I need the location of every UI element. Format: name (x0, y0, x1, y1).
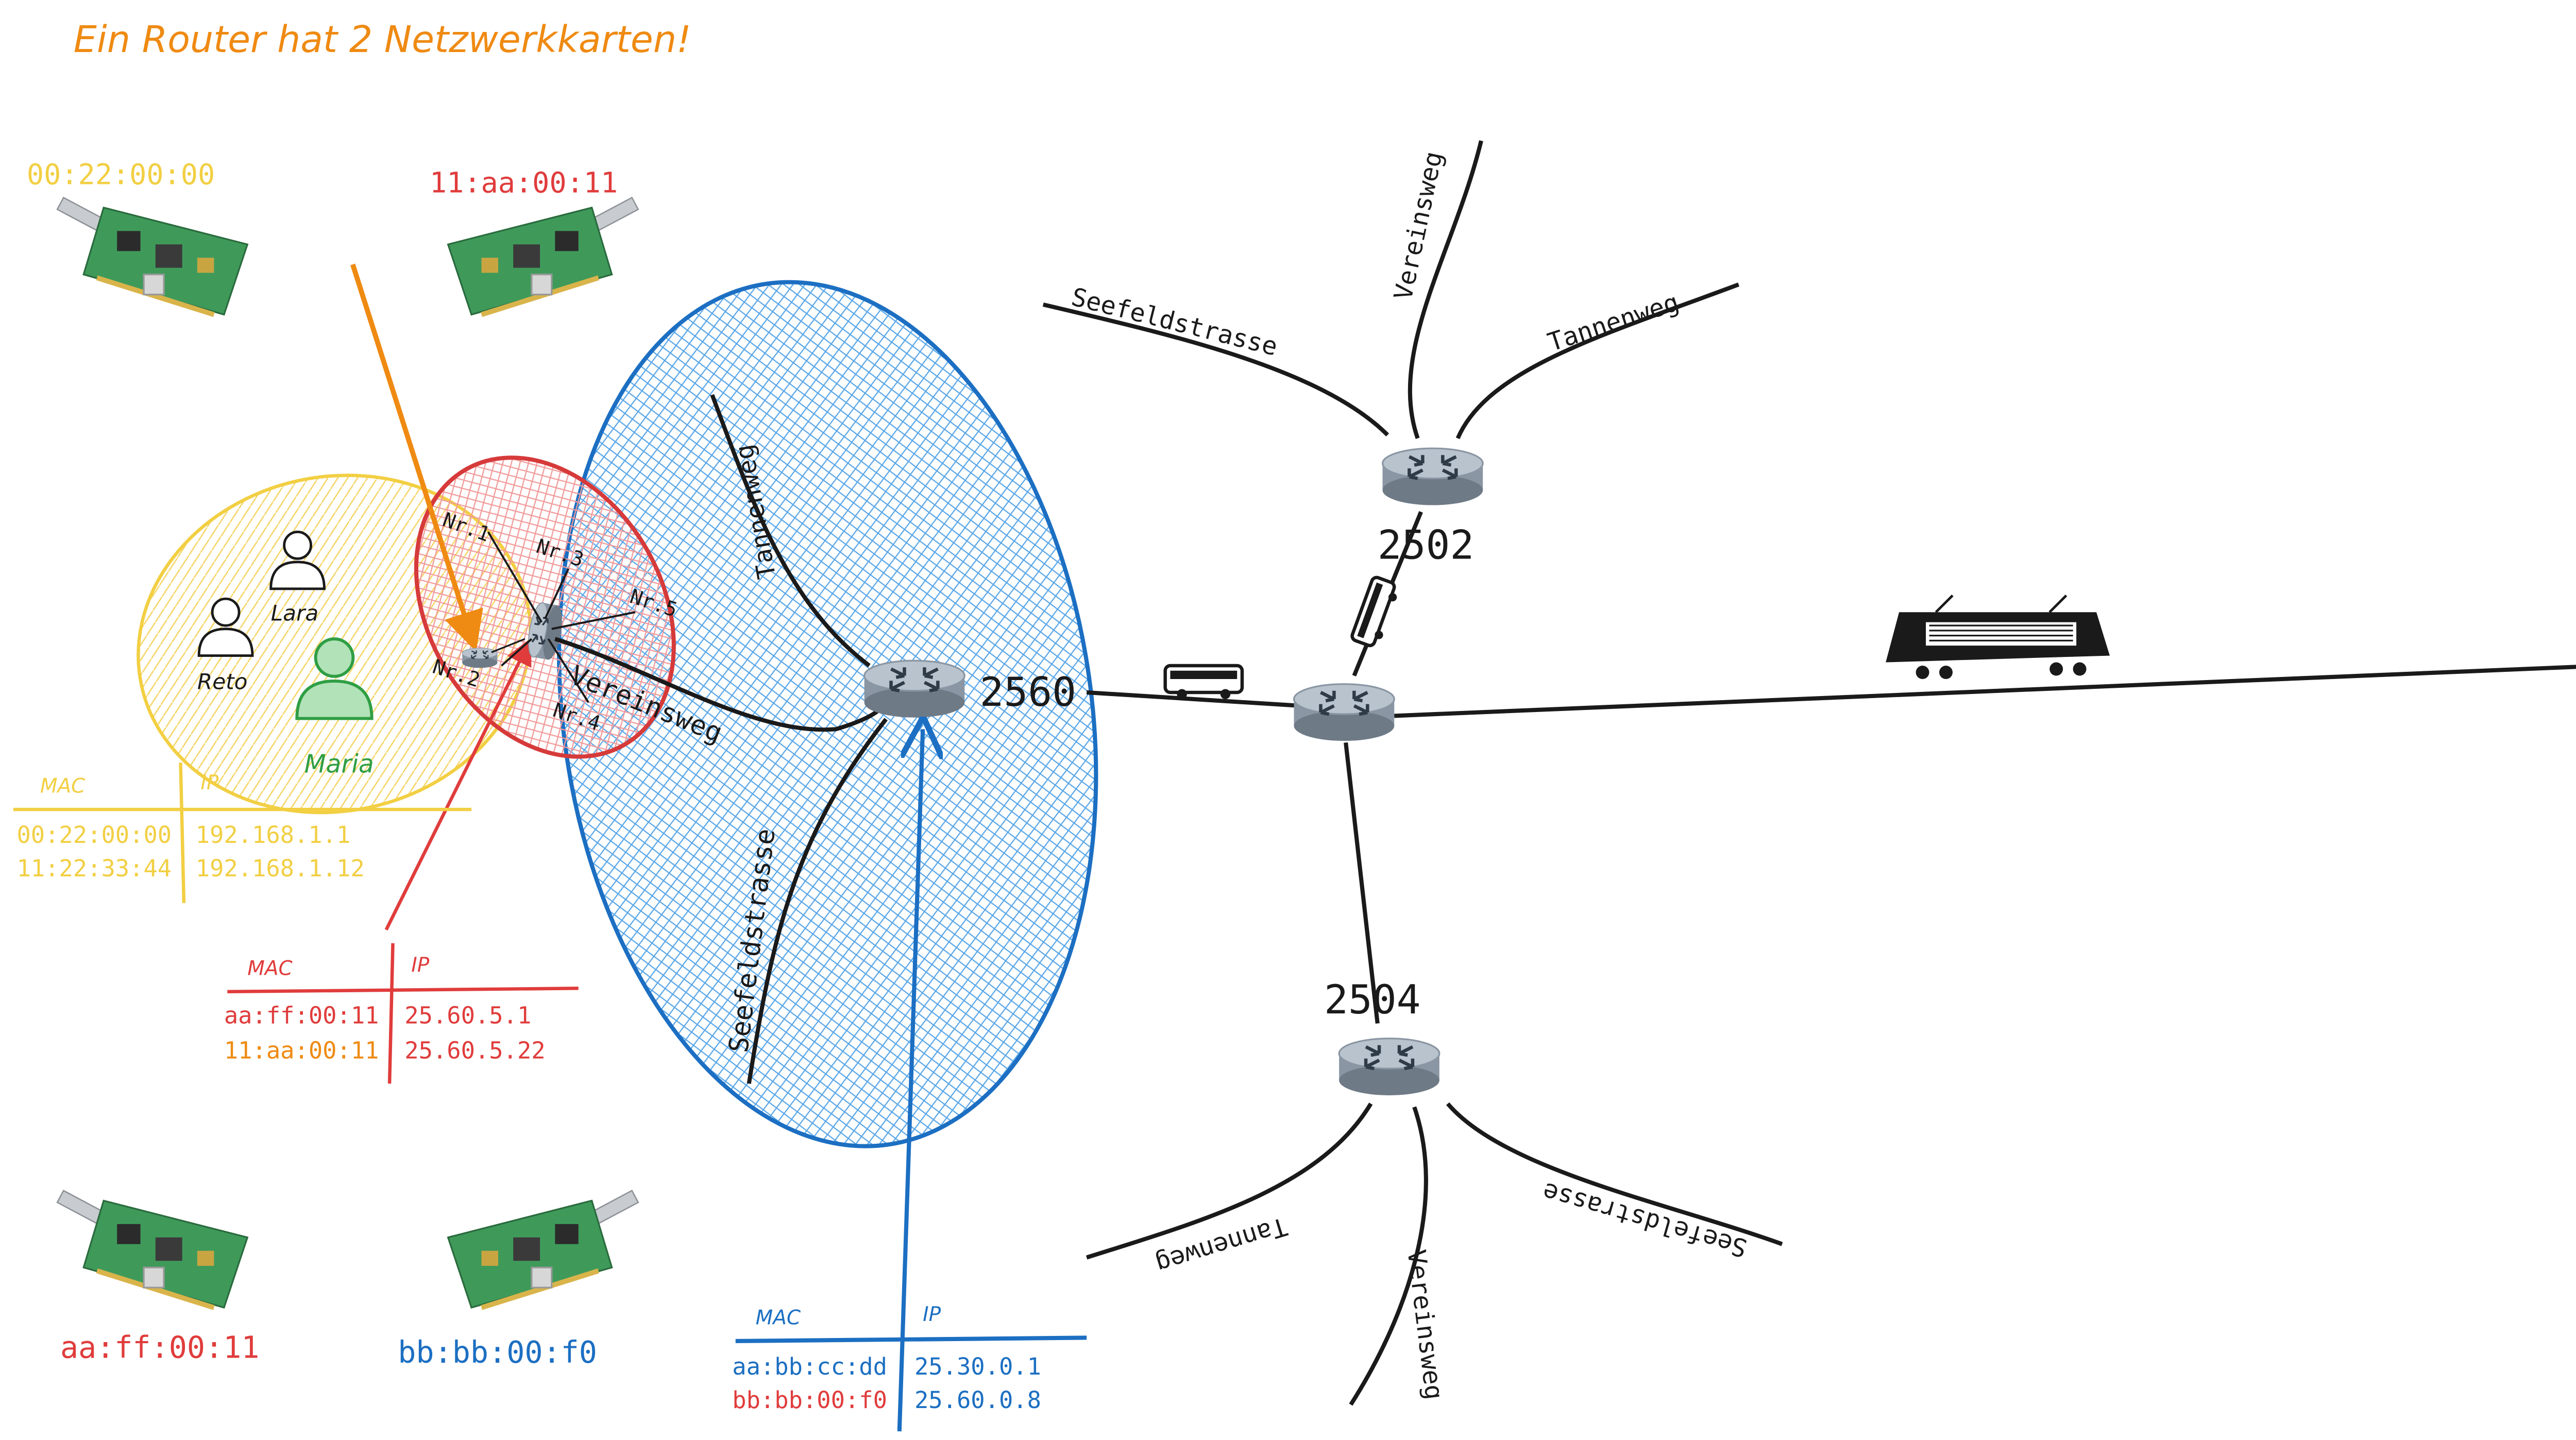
train-icon (1886, 595, 2110, 680)
street-seefeldstrasse (747, 718, 888, 1084)
link-center-2504 (1344, 742, 1380, 1024)
arrow-orange (350, 263, 483, 652)
table-cell: 192.168.1.1 (196, 821, 351, 849)
table-cell: 25.60.5.1 (404, 1002, 531, 1029)
router-icon (1294, 684, 1395, 741)
link-center-east (1394, 665, 2576, 718)
street-label: Tannenweg (1545, 288, 1683, 358)
nic-mac-label: bb:bb:00:f0 (398, 1335, 597, 1370)
street-label: Seefeldstrasse (1069, 282, 1280, 362)
network-card-icon (57, 197, 247, 314)
table-header: IP (923, 1303, 941, 1326)
table-header: MAC (247, 957, 293, 980)
network-card-icon (448, 197, 638, 314)
table-cell: 25.30.0.1 (914, 1353, 1041, 1380)
street-vereinsweg (1349, 1106, 1428, 1406)
mac-ip-table-red: MAC IP aa:ff:00:11 25.60.5.1 11:aa:00:11… (224, 943, 579, 1084)
table-cell: aa:ff:00:11 (224, 1002, 379, 1029)
nic-mac-label: aa:ff:00:11 (60, 1330, 260, 1365)
table-cell: 25.60.0.8 (914, 1386, 1041, 1414)
network-card-icon (448, 1191, 638, 1308)
street-seefeldstrasse (1446, 1102, 1783, 1246)
link-2560-center (1086, 690, 1301, 708)
mac-ip-table-blue: MAC IP aa:bb:cc:dd 25.30.0.1 bb:bb:00:f0… (732, 729, 1087, 1432)
table-cell: 11:22:33:44 (16, 855, 172, 882)
arrow-red (384, 638, 532, 931)
street-tannenweg (1086, 1103, 1373, 1260)
table-cell: 25.60.5.22 (404, 1037, 545, 1064)
network-card-icon (57, 1191, 247, 1308)
page-title: Ein Router hat 2 Netzwerkkarten! (74, 18, 691, 61)
router-icon (1339, 1039, 1439, 1095)
router-label: 2502 (1378, 522, 1475, 568)
table-cell: 192.168.1.12 (196, 855, 365, 882)
table-header: IP (411, 954, 429, 977)
table-header: MAC (756, 1307, 801, 1330)
port-lines (487, 531, 636, 703)
person-icon (295, 637, 374, 720)
person-label: Reto (197, 669, 248, 694)
street-tannenweg (710, 394, 871, 668)
table-cell: 00:22:00:00 (16, 821, 172, 849)
table-header: IP (200, 771, 218, 794)
table-cell: aa:bb:cc:dd (732, 1353, 887, 1380)
street-vereinsweg (554, 637, 888, 732)
person-label: Lara (271, 600, 319, 625)
router-icon (865, 660, 965, 717)
street-seefeldstrasse (1042, 302, 1389, 437)
bus-icon (1163, 664, 1244, 699)
table-cell: bb:bb:00:f0 (732, 1386, 887, 1414)
street-vereinsweg (1408, 140, 1483, 439)
router-label: 2504 (1324, 977, 1421, 1023)
street-label: Vereinsweg (1401, 1248, 1448, 1401)
nic-mac-label: 00:22:00:00 (27, 159, 215, 192)
router-icon (1383, 448, 1483, 505)
street-label: Vereinsweg (1389, 149, 1449, 302)
table-header: MAC (40, 775, 86, 798)
street-label: Tannenweg (1152, 1211, 1291, 1279)
nic-mac-label: 11:aa:00:11 (430, 167, 618, 200)
mac-ip-table-yellow: MAC IP 00:22:00:00 192.168.1.1 11:22:33:… (13, 763, 472, 903)
person-label: Maria (304, 750, 374, 779)
street-tannenweg (1455, 282, 1740, 439)
street-label: Seefeldstrasse (1539, 1177, 1751, 1263)
table-cell: 11:aa:00:11 (224, 1037, 379, 1064)
router-link (491, 638, 526, 653)
bus-icon (1350, 575, 1397, 648)
router-label: 2560 (979, 669, 1076, 716)
